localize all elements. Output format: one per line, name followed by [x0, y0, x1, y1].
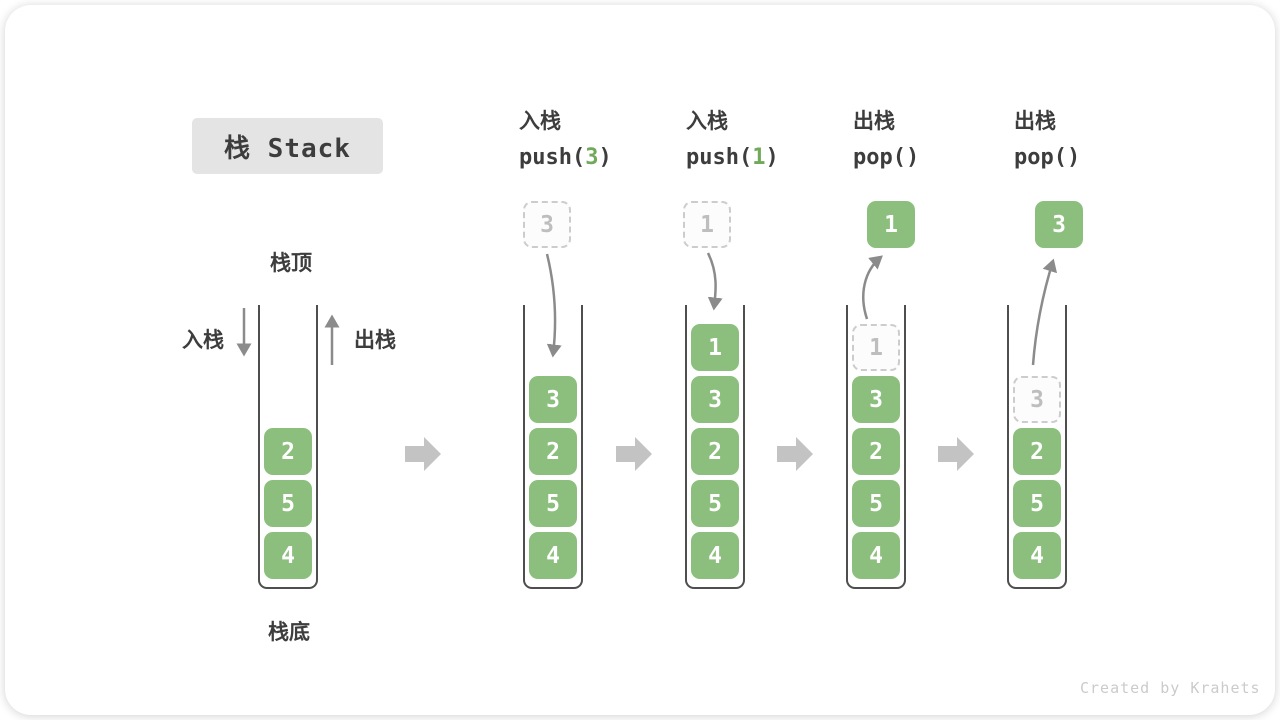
code-post: ): [905, 145, 920, 170]
code-arg: 1: [752, 145, 766, 170]
code-pre: push(: [686, 145, 753, 170]
op-header-push-3: 入栈 push(3): [519, 109, 679, 171]
stack-cell: 5: [1013, 480, 1061, 527]
popped-value-box: 1: [867, 201, 915, 248]
stack-top-label: 栈顶: [270, 252, 312, 275]
stack-cell-removed: 1: [852, 324, 900, 371]
floating-value-box: 1: [683, 201, 731, 248]
stack-cell: 2: [852, 428, 900, 475]
op-header-push-1: 入栈 push(1): [686, 109, 846, 171]
popped-value-box: 3: [1035, 201, 1083, 248]
code-post: ): [598, 145, 612, 170]
stack-cell-removed: 3: [1013, 376, 1061, 423]
code-post: ): [1066, 145, 1081, 170]
op-name: 出栈: [853, 110, 895, 133]
op-header-pop-2: 出栈 pop(): [1014, 109, 1174, 171]
stack-cell: 5: [264, 480, 312, 527]
footer-credit: Created by Krahets: [1080, 679, 1261, 697]
stack-cell: 4: [264, 532, 312, 579]
stack-cell: 4: [529, 532, 577, 579]
stack-cell: 4: [852, 532, 900, 579]
stack-cell: 3: [691, 376, 739, 423]
transition-arrow-icon: [405, 437, 441, 471]
stack-container-after-pop-1: 1 3 2 5 4: [846, 305, 906, 589]
transition-arrow-icon: [777, 437, 813, 471]
op-name: 入栈: [519, 110, 561, 133]
code-pre: pop(: [1014, 145, 1067, 170]
stack-cell: 2: [1013, 428, 1061, 475]
transition-arrow-icon: [616, 437, 652, 471]
op-code: push(3): [519, 145, 679, 171]
push-1-arrow-icon: [706, 252, 723, 311]
op-header-pop-1: 出栈 pop(): [853, 109, 1013, 171]
page-title: 栈 Stack: [192, 118, 383, 174]
code-arg: 3: [585, 145, 599, 170]
code-pre: push(: [519, 145, 586, 170]
stack-cell: 5: [691, 480, 739, 527]
pop-side-label: 出栈: [354, 329, 396, 352]
push-side-label: 入栈: [182, 329, 224, 352]
diagram-card: 栈 Stack 入栈 push(3) 入栈 push(1) 出栈 pop() 出…: [5, 5, 1275, 715]
op-code: push(1): [686, 145, 846, 171]
stack-cell: 4: [691, 532, 739, 579]
stack-cell: 2: [691, 428, 739, 475]
stack-cell: 3: [852, 376, 900, 423]
stack-cell: 5: [529, 480, 577, 527]
stack-bottom-label: 栈底: [268, 621, 310, 644]
op-name: 入栈: [686, 110, 728, 133]
op-code: pop(): [1014, 145, 1174, 171]
code-pre: pop(: [853, 145, 906, 170]
stack-cell: 2: [264, 428, 312, 475]
transition-arrow-icon: [938, 437, 974, 471]
stack-cell: 4: [1013, 532, 1061, 579]
op-name: 出栈: [1014, 110, 1056, 133]
stack-container-initial: 2 5 4: [258, 305, 318, 589]
stack-cell: 1: [691, 324, 739, 371]
stack-container-after-push-3: 3 2 5 4: [523, 305, 583, 589]
stack-container-after-push-1: 1 3 2 5 4: [685, 305, 745, 589]
stack-cell: 5: [852, 480, 900, 527]
stack-cell: 2: [529, 428, 577, 475]
floating-value-box: 3: [523, 201, 571, 248]
code-post: ): [765, 145, 779, 170]
stack-container-after-pop-2: 3 2 5 4: [1007, 305, 1067, 589]
op-code: pop(): [853, 145, 1013, 171]
stack-cell: 3: [529, 376, 577, 423]
